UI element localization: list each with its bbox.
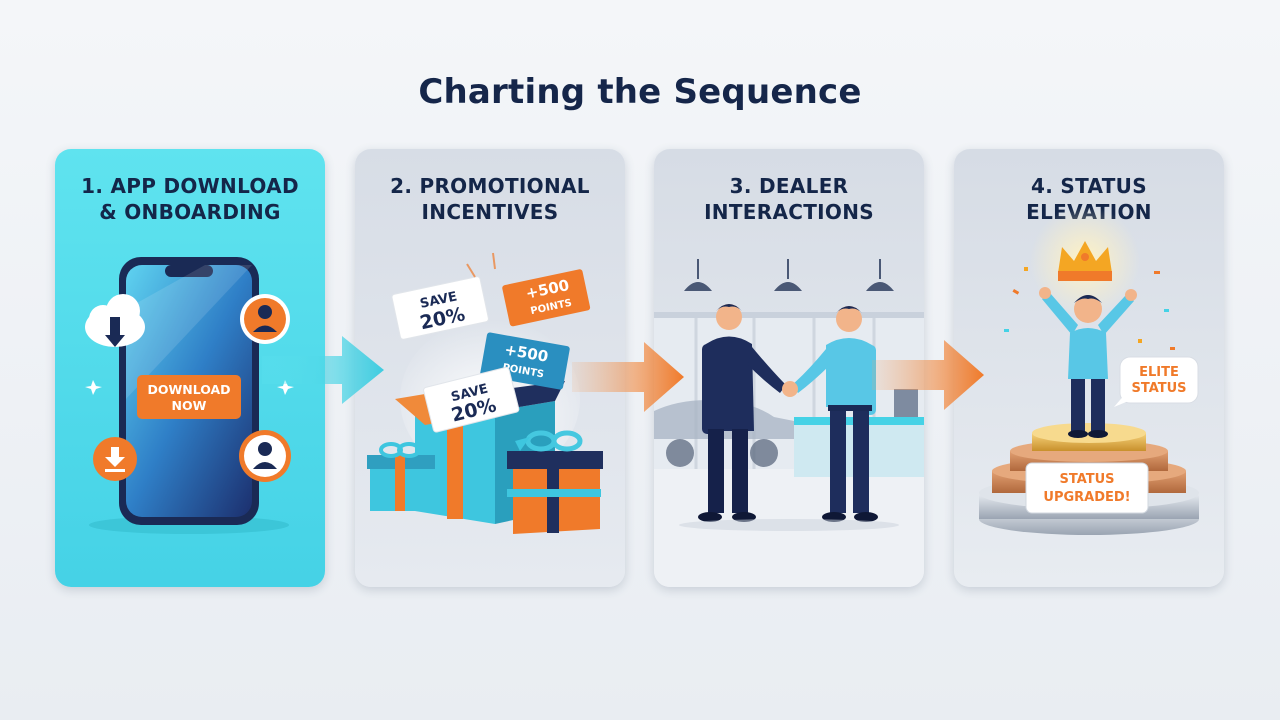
promotional-incentives-illustration: SAVE 20% +500 POINTS +500 POINTS SAVE 20… — [367, 252, 603, 534]
download-now-button[interactable]: DOWNLOAD NOW — [137, 375, 241, 419]
car-icon — [654, 400, 804, 467]
status-elevation-illustration: ELITE STATUS STATUS UPGRADED! — [979, 206, 1199, 535]
step-title: 1. APP DOWNLOAD & ONBOARDING — [55, 173, 325, 225]
status-upgraded-banner: STATUS UPGRADED! — [1025, 462, 1149, 514]
arrow-right-icon — [262, 336, 384, 404]
bubble-line1: ELITE — [1139, 365, 1179, 380]
arrow-right-icon — [872, 340, 984, 410]
step-title-line2: INCENTIVES — [421, 200, 559, 224]
step-title: 2. PROMOTIONAL INCENTIVES — [355, 173, 625, 225]
ceiling-lamp-icon — [684, 259, 712, 291]
download-icon — [93, 437, 137, 481]
user-icon — [240, 294, 290, 344]
app-download-illustration: DOWNLOAD NOW — [85, 257, 294, 534]
download-button-label-line1: DOWNLOAD — [147, 382, 230, 397]
step-title-line2: INTERACTIONS — [704, 200, 874, 224]
gift-box-icon — [367, 442, 435, 511]
gift-box-icon — [507, 430, 603, 534]
banner-line2: UPGRADED! — [1043, 490, 1130, 505]
elite-status-bubble: ELITE STATUS — [1114, 356, 1199, 407]
customer-figure — [698, 304, 786, 522]
step-title-line1: 4. STATUS — [1031, 174, 1147, 198]
bubble-line2: STATUS — [1131, 381, 1186, 396]
step-title-line1: 3. DEALER — [729, 174, 849, 198]
confetti-icon — [1004, 267, 1175, 350]
page-title: Charting the Sequence — [418, 72, 862, 112]
arrow-right-icon — [572, 342, 684, 412]
ceiling-lamp-icon — [866, 259, 894, 291]
winner-figure — [1039, 287, 1137, 438]
coupon-save-icon: SAVE 20% — [391, 276, 489, 340]
ceiling-lamp-icon — [774, 259, 802, 291]
step-title-line1: 2. PROMOTIONAL — [390, 174, 590, 198]
step-card-app-download: 1. APP DOWNLOAD & ONBOARDING DOWNLOAD NO… — [55, 149, 325, 587]
coupon-points-icon: +500 POINTS — [502, 269, 591, 327]
crown-icon — [1058, 241, 1112, 281]
dealer-interactions-illustration — [654, 259, 924, 587]
step-card-dealer-interactions: 3. DEALER INTERACTIONS — [654, 149, 924, 587]
handshake-icon — [782, 381, 798, 397]
step-card-promotional-incentives: 2. PROMOTIONAL INCENTIVES — [355, 149, 625, 587]
user-icon — [239, 430, 291, 482]
step-title-line1: 1. APP DOWNLOAD — [81, 174, 299, 198]
sparkle-icon — [85, 380, 294, 395]
step-title: 3. DEALER INTERACTIONS — [654, 173, 924, 225]
download-button-label-line2: NOW — [172, 398, 207, 413]
cloud-download-icon — [85, 294, 145, 347]
step-card-status-elevation: 4. STATUS ELEVATION — [954, 149, 1224, 587]
step-title-line2: & ONBOARDING — [99, 200, 281, 224]
banner-line1: STATUS — [1059, 472, 1114, 487]
